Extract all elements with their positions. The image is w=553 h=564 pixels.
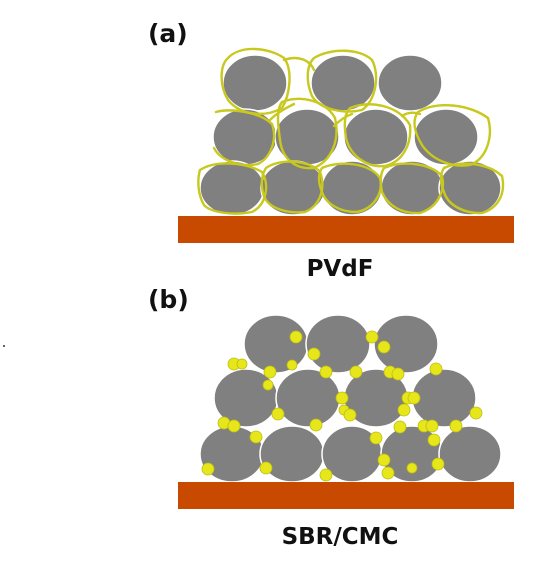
binder-particle xyxy=(393,420,407,434)
binder-particle xyxy=(343,408,357,422)
binder-particle xyxy=(407,391,421,405)
active-particle xyxy=(411,368,477,428)
binder-particle xyxy=(469,406,483,420)
sbr-binder-dots xyxy=(201,330,483,482)
binder-particle xyxy=(397,403,411,417)
binder-strand xyxy=(400,111,422,118)
active-particle xyxy=(377,54,443,112)
binder-particle xyxy=(263,365,277,379)
binder-particle xyxy=(319,365,333,379)
binder-strand xyxy=(282,56,316,72)
current-collector-b xyxy=(178,482,514,509)
binder-particle xyxy=(289,330,303,344)
binder-particle xyxy=(449,419,463,433)
binder-particle xyxy=(381,466,395,480)
active-particle xyxy=(438,160,502,216)
binder-particle xyxy=(369,431,383,445)
panel-b: (b) xyxy=(148,285,514,550)
binder-particle xyxy=(307,347,321,361)
panel-a: (a) xyxy=(148,19,514,282)
panel-b-particles xyxy=(199,314,502,483)
binder-particle xyxy=(377,340,391,354)
panel-a-caption: PVdF xyxy=(307,256,374,282)
binder-particle xyxy=(349,365,363,379)
binder-particle xyxy=(431,457,445,471)
binder-particle xyxy=(365,330,379,344)
active-particle xyxy=(275,368,341,428)
active-particle xyxy=(343,108,409,166)
pvdf-binder-network xyxy=(197,47,505,215)
panel-a-particles xyxy=(199,54,502,216)
binder-particle xyxy=(391,367,405,381)
active-particle xyxy=(243,314,309,374)
active-particle xyxy=(413,108,479,166)
binder-particle xyxy=(377,453,391,467)
binder-particle xyxy=(429,362,443,376)
active-particle xyxy=(305,314,371,374)
binder-particle xyxy=(259,461,273,475)
active-particle xyxy=(259,425,325,483)
binder-particle xyxy=(227,419,241,433)
stray-dot xyxy=(3,345,5,347)
binder-strand xyxy=(197,162,268,215)
binder-particle xyxy=(271,407,285,421)
binder-strand xyxy=(306,49,378,113)
binder-strand xyxy=(343,103,412,168)
active-particle xyxy=(222,54,288,112)
active-particle xyxy=(438,425,502,483)
binder-strand xyxy=(317,162,382,214)
binder-strand xyxy=(332,112,354,128)
binder-strand xyxy=(212,109,276,167)
current-collector-a xyxy=(178,216,514,243)
binder-strand xyxy=(260,160,324,214)
binder-particle xyxy=(427,433,441,447)
binder-strand xyxy=(268,102,296,122)
binder-particle xyxy=(335,391,349,405)
active-particle xyxy=(321,160,383,216)
panel-a-label: (a) xyxy=(148,19,188,48)
binder-particle xyxy=(249,430,263,444)
active-particle xyxy=(373,314,439,374)
binder-strand xyxy=(439,162,505,215)
binder-particle xyxy=(406,462,418,474)
panel-b-caption: SBR/CMC xyxy=(282,524,399,550)
binder-strand xyxy=(379,162,445,215)
binder-particle xyxy=(319,468,333,482)
binder-strand xyxy=(413,104,492,167)
binder-particle xyxy=(309,418,323,432)
active-particle xyxy=(310,54,376,112)
panel-b-label: (b) xyxy=(148,285,189,314)
binder-strand xyxy=(220,47,291,115)
binder-particle xyxy=(425,419,439,433)
binder-particle xyxy=(262,379,274,391)
binder-particle xyxy=(236,358,248,370)
binder-particle xyxy=(201,462,215,476)
binder-particle xyxy=(286,359,298,371)
